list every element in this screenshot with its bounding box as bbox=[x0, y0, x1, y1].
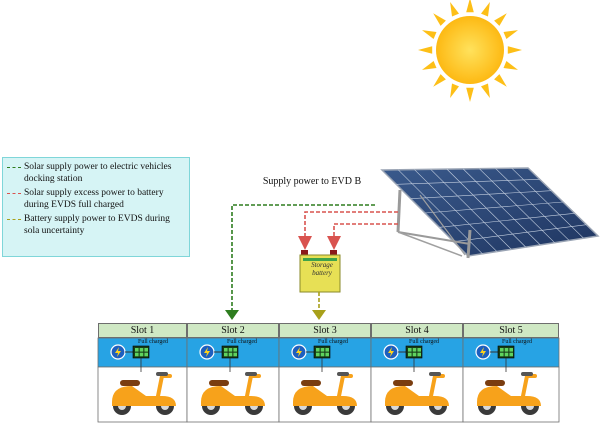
battery-to-slot3-arrow bbox=[312, 310, 326, 320]
battery-charged-icon bbox=[497, 345, 515, 359]
lightning-icon bbox=[475, 344, 491, 360]
slot-header-2: Slot 2 bbox=[187, 323, 279, 338]
legend-label: Battery supply power to EVDS during sola… bbox=[24, 214, 170, 236]
lightning-icon bbox=[199, 344, 215, 360]
slot-header-4: Slot 4 bbox=[371, 323, 463, 338]
slot-status-5: Full charged bbox=[502, 339, 533, 345]
slot-status-3: Full charged bbox=[318, 339, 349, 345]
slot-2 bbox=[186, 337, 280, 423]
battery-charged-icon bbox=[221, 345, 239, 359]
supply-label: Supply power to EVD B bbox=[262, 176, 362, 187]
slot-5 bbox=[462, 337, 560, 423]
sun-ray bbox=[422, 30, 437, 39]
legend-label: Solar supply excess power to battery dur… bbox=[24, 188, 164, 210]
panel-grid bbox=[396, 168, 587, 254]
slot-header-1: Slot 1 bbox=[98, 323, 187, 338]
solar-panel-icon bbox=[380, 167, 600, 259]
sun-ray bbox=[466, 87, 474, 102]
excess-arrow-1 bbox=[298, 236, 312, 250]
sun-ray bbox=[422, 61, 437, 70]
battery-label: Storage battery bbox=[311, 261, 333, 277]
slot-status-4: Full charged bbox=[409, 339, 440, 345]
legend-item-excess: Solar supply excess power to battery dur… bbox=[7, 188, 187, 211]
sun-ray bbox=[481, 83, 490, 98]
scooter-icon bbox=[112, 372, 176, 415]
excess-line-2 bbox=[333, 223, 398, 238]
legend-item-battery: Battery supply power to EVDS during sola… bbox=[7, 214, 187, 237]
sun-rays bbox=[418, 0, 522, 102]
battery-charged-icon bbox=[313, 345, 331, 359]
scooter-icon bbox=[385, 372, 449, 415]
battery-charged-icon bbox=[132, 345, 150, 359]
sun-ray bbox=[503, 61, 518, 70]
sun-ray bbox=[433, 13, 446, 26]
slots-layer bbox=[97, 337, 560, 423]
legend-line-green bbox=[7, 167, 21, 168]
sun-ray bbox=[450, 2, 459, 17]
sun-ray bbox=[433, 74, 446, 87]
scooter-icon bbox=[201, 372, 265, 415]
slot-status-2: Full charged bbox=[227, 339, 258, 345]
lightning-icon bbox=[383, 344, 399, 360]
slot-status-1: Full charged bbox=[138, 339, 169, 345]
scooter-icon bbox=[477, 372, 541, 415]
slot-3 bbox=[278, 337, 372, 423]
lightning-icon bbox=[110, 344, 126, 360]
sun-ray bbox=[466, 0, 474, 13]
excess-line-1 bbox=[304, 211, 398, 238]
solar-to-slot2-arrow bbox=[225, 310, 239, 320]
legend-item-solar: Solar supply power to electric vehicles … bbox=[7, 162, 187, 185]
legend-label: Solar supply power to electric vehicles … bbox=[24, 162, 172, 184]
legend: Solar supply power to electric vehicles … bbox=[2, 157, 190, 257]
sun-ray bbox=[507, 46, 522, 54]
sun-ray bbox=[418, 46, 433, 54]
sun-ray bbox=[450, 83, 459, 98]
legend-line-olive bbox=[7, 219, 21, 220]
slot-header-5: Slot 5 bbox=[463, 323, 559, 338]
sun-icon bbox=[418, 0, 522, 102]
lightning-icon bbox=[291, 344, 307, 360]
sun-disc bbox=[436, 16, 504, 84]
sun-ray bbox=[481, 2, 490, 17]
legend-line-red bbox=[7, 193, 21, 194]
slot-header-3: Slot 3 bbox=[279, 323, 371, 338]
storage-battery-icon bbox=[299, 250, 341, 293]
slot-1 bbox=[97, 337, 188, 423]
sun-ray bbox=[494, 13, 507, 26]
sun-ray bbox=[503, 30, 518, 39]
battery-charged-icon bbox=[405, 345, 423, 359]
sun-ray bbox=[494, 74, 507, 87]
slot-4 bbox=[370, 337, 464, 423]
scooter-icon bbox=[293, 372, 357, 415]
excess-arrow-2 bbox=[327, 236, 341, 250]
